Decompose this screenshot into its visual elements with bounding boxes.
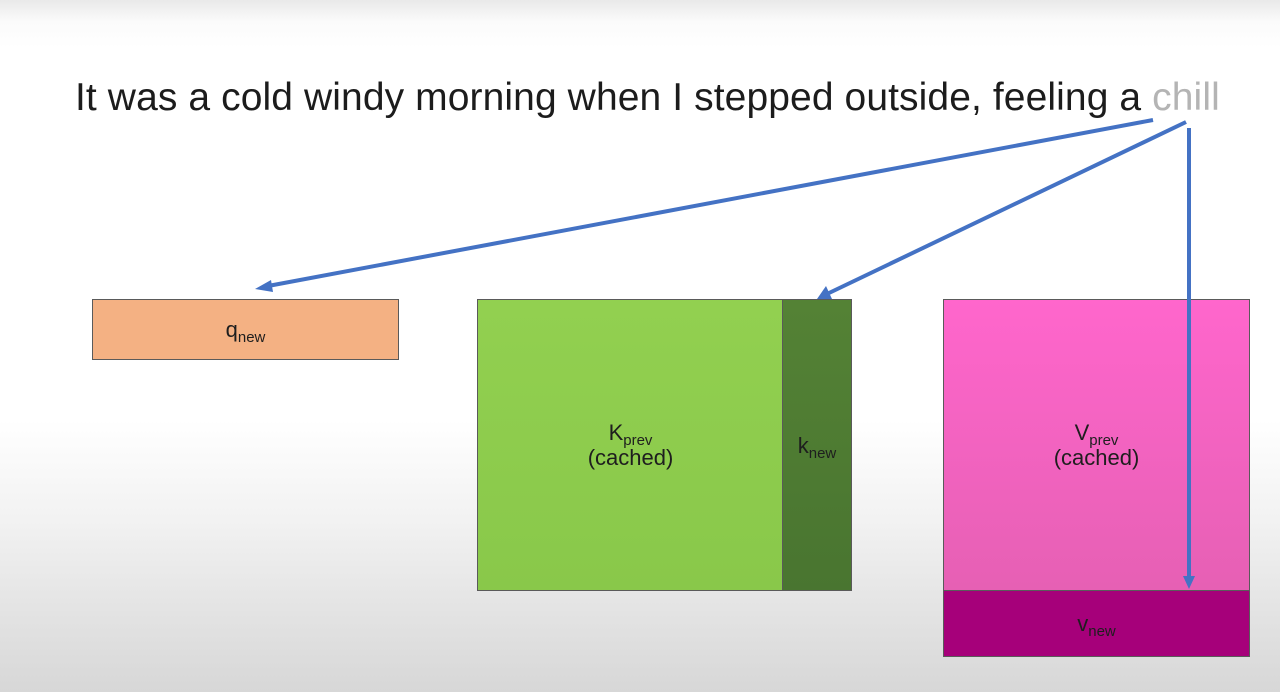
v-prev-box: Vprev (cached) [943,299,1250,591]
q-new-subscript: new [237,329,266,346]
k-new-box: knew [782,299,852,591]
q-new-label: qnew [225,317,266,345]
k-prev-title: Kprev [588,420,674,448]
v-new-subscript: new [1088,623,1116,640]
v-new-box: vnew [943,590,1250,657]
sentence-text: It was a cold windy morning when I stepp… [75,76,1153,119]
arrow-head-q-new [255,280,273,292]
arrow-to-q-new [267,118,1154,288]
k-prev-main: K [608,420,624,445]
v-prev-title: Vprev [1054,420,1140,448]
q-new-main: q [225,317,238,342]
k-new-subscript: new [808,444,837,462]
highlighted-word: chill [1152,76,1220,119]
arrow-head-k-new [817,286,832,299]
arrow-to-k-new [828,120,1187,295]
k-prev-cached-label: (cached) [587,445,674,470]
v-new-main: v [1077,611,1089,636]
k-prev-label: Kprev (cached) [588,420,674,470]
k-new-main: k [797,432,809,458]
q-new-box: qnew [92,299,399,360]
v-prev-cached-label: (cached) [1053,445,1140,470]
sentence: It was a cold windy morning when I stepp… [75,74,1220,122]
k-prev-box: Kprev (cached) [477,299,784,591]
v-new-label: vnew [1077,611,1116,639]
k-new-label: knew [797,432,837,461]
v-prev-label: Vprev (cached) [1054,420,1140,470]
v-prev-main: V [1074,420,1090,445]
k-prev-subscript: prev [623,432,653,449]
v-prev-subscript: prev [1089,432,1119,449]
